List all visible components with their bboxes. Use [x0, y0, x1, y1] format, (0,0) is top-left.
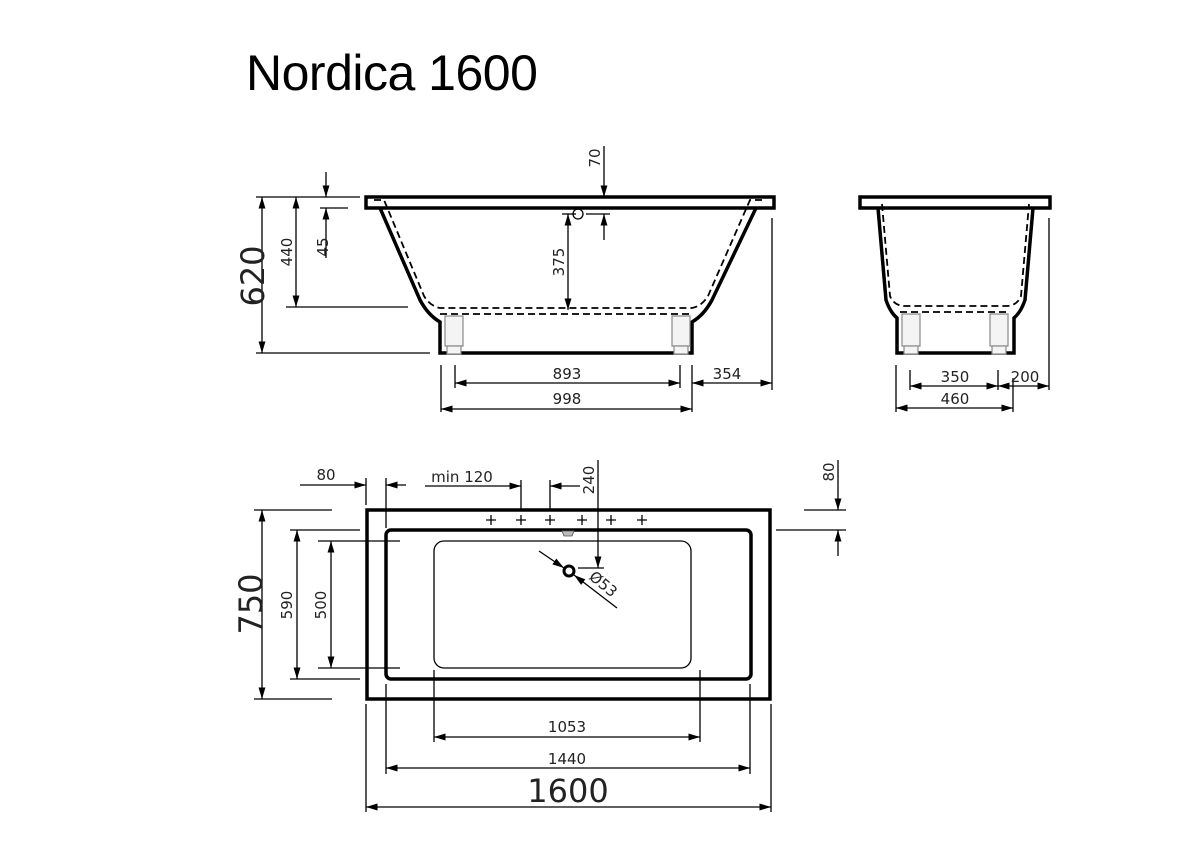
- dim-feet-spacing: 893: [553, 365, 582, 383]
- dim-drain-offset: 240: [580, 466, 598, 495]
- dim-bottom-length: 1053: [548, 718, 586, 736]
- dim-end-feet-spacing: 350: [941, 368, 970, 386]
- dim-total-height: 620: [234, 245, 272, 306]
- dim-water-depth: 375: [550, 248, 568, 277]
- side-view: 620 440 45 70 375 893 354 998: [234, 146, 776, 413]
- dim-drain-diameter: Ø53: [586, 567, 621, 601]
- dim-total-length: 1600: [527, 772, 608, 810]
- dim-inner-length: 1440: [548, 750, 586, 768]
- dim-end-base-width: 460: [941, 390, 970, 408]
- dim-inner-width: 590: [278, 591, 296, 620]
- dim-overflow-offset: 70: [586, 148, 604, 167]
- dim-bottom-width: 500: [312, 591, 330, 620]
- plan-view: Ø53 240 80 min 120 80 750 590 500: [232, 460, 846, 812]
- drain-hole: [562, 564, 576, 578]
- dim-deck-offset-left: 80: [316, 466, 335, 484]
- dim-total-width: 750: [232, 573, 270, 634]
- dim-base-length: 998: [553, 390, 582, 408]
- dim-end-rim-overhang: 200: [1011, 368, 1040, 386]
- dim-deck-offset-top: 80: [820, 462, 838, 481]
- dim-depth-overflow: 440: [278, 238, 296, 267]
- end-view: 350 200 460: [858, 195, 1052, 412]
- dim-rim-height: 45: [314, 237, 332, 256]
- tap-hole-markers: [486, 515, 647, 525]
- dim-tap-spacing: min 120: [431, 468, 493, 486]
- drawing-title: Nordica 1600: [246, 45, 538, 101]
- dim-rim-overhang: 354: [713, 365, 742, 383]
